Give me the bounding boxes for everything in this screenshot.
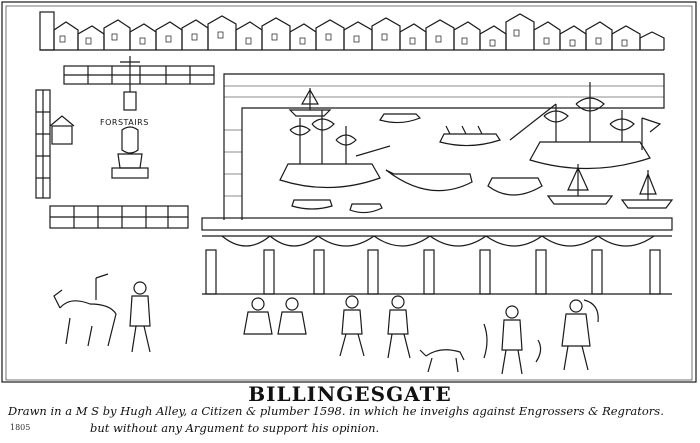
quay-wall <box>223 73 665 220</box>
ships <box>279 82 674 214</box>
forstairs-label: FORSTAIRS <box>100 118 149 127</box>
upper-fence <box>63 65 215 85</box>
outer-border <box>1 1 697 383</box>
figures <box>53 273 599 375</box>
page-title: BILLINGESGATE <box>248 382 452 406</box>
arcade <box>201 217 673 295</box>
forstairs-post <box>111 56 149 179</box>
corner-note: 1805 <box>10 423 31 432</box>
caption-line-1: Drawn in a M S by Hugh Alley, a Citizen … <box>8 404 664 418</box>
town-skyline <box>39 11 665 51</box>
left-fence <box>35 89 75 199</box>
lower-fence <box>49 205 189 229</box>
caption-line-2: but without any Argument to support his … <box>90 421 380 435</box>
